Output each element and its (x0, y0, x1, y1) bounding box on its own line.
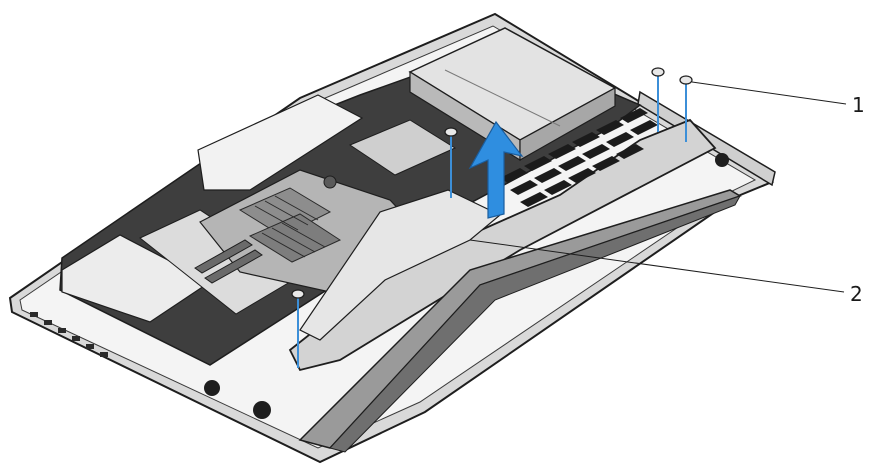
lift-arrow-icon (468, 120, 524, 219)
screw-guides (297, 76, 687, 368)
speaker-right (715, 153, 729, 167)
vent-grid (500, 108, 658, 207)
screw-icon (291, 67, 693, 299)
callout-2: 2 (850, 282, 863, 306)
callout-1: 1 (852, 93, 865, 117)
speaker-left (204, 380, 271, 419)
callout-leaders (469, 81, 847, 293)
stand-panel (298, 189, 742, 453)
io-ports (30, 312, 108, 357)
